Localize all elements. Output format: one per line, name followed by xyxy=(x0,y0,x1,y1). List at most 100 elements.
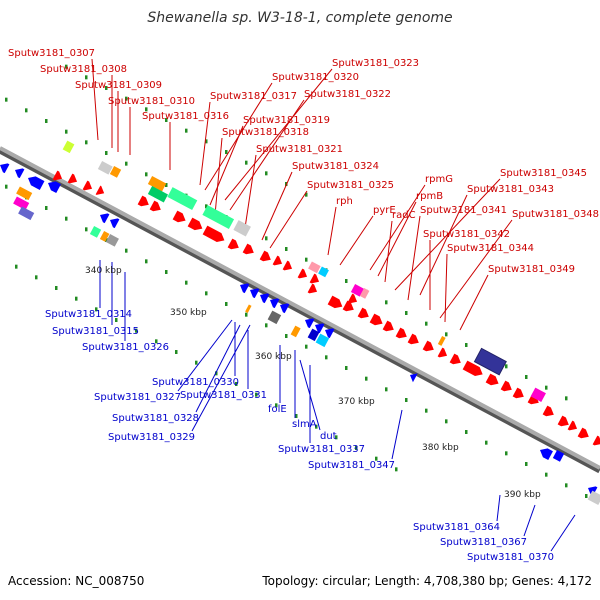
tick-mark xyxy=(165,270,168,274)
forward-gene-label: Sputw3181_0317 xyxy=(210,91,297,102)
forward-gene-arrow xyxy=(307,283,318,294)
tick-mark xyxy=(285,247,288,251)
tick-mark xyxy=(225,302,228,306)
gene-features xyxy=(0,140,600,506)
tick-marks xyxy=(5,64,588,498)
leader-line xyxy=(339,215,374,266)
forward-gene-arrow xyxy=(382,320,394,332)
tick-mark xyxy=(35,275,38,280)
leader-line xyxy=(244,154,257,229)
tick-mark xyxy=(95,307,98,312)
rna-feature-box xyxy=(109,166,122,178)
leader-line xyxy=(459,274,489,331)
tick-mark xyxy=(75,296,78,301)
tick-mark xyxy=(195,360,198,365)
kbp-label: 340 kbp xyxy=(85,266,122,276)
forward-gene-label: Sputw3181_0322 xyxy=(304,89,391,100)
tick-mark xyxy=(125,161,128,166)
accession-text: Accession: NC_008750 xyxy=(8,574,145,588)
reverse-gene-arrow xyxy=(325,328,335,339)
tick-mark xyxy=(105,238,108,242)
leader-line xyxy=(550,514,576,552)
leader-line xyxy=(199,101,211,186)
tick-mark xyxy=(405,311,408,315)
reverse-gene-arrow xyxy=(410,373,418,383)
tick-mark xyxy=(65,64,68,69)
leader-line xyxy=(209,125,244,206)
tick-mark xyxy=(185,280,188,285)
tick-mark xyxy=(85,75,88,80)
reverse-gene-label: Sputw3181_0330 xyxy=(152,377,239,388)
leader-line xyxy=(419,194,468,296)
leader-line xyxy=(191,324,251,432)
rna-feature-box xyxy=(530,387,546,403)
forward-gene-arrow xyxy=(202,225,225,242)
forward-gene-label: Sputw3181_0344 xyxy=(447,243,534,254)
forward-gene-arrow xyxy=(259,250,271,262)
leader-line xyxy=(269,190,308,249)
forward-gene-arrow xyxy=(592,435,600,446)
forward-gene-arrow xyxy=(357,307,369,319)
leader-line xyxy=(214,137,223,216)
rna-feature-box xyxy=(202,205,235,229)
tick-mark xyxy=(275,403,278,408)
forward-gene-arrow xyxy=(309,273,320,284)
rna-feature-box xyxy=(233,220,251,237)
leader-line xyxy=(177,319,233,392)
forward-gene-arrow xyxy=(500,380,512,392)
leader-line xyxy=(407,215,421,301)
leader-line xyxy=(369,184,426,271)
forward-gene-label: rph xyxy=(336,196,353,207)
leader-line xyxy=(496,494,501,522)
forward-gene-arrow xyxy=(557,415,569,427)
forward-gene-arrow xyxy=(297,268,308,279)
forward-gene-label: Sputw3181_0318 xyxy=(222,127,309,138)
forward-gene-label: Sputw3181_0320 xyxy=(272,72,359,83)
leader-line xyxy=(261,171,293,241)
forward-gene-arrow xyxy=(137,195,149,207)
tick-mark xyxy=(445,332,448,337)
reverse-gene-label: dut xyxy=(320,431,337,442)
tick-mark xyxy=(225,150,228,154)
tick-mark xyxy=(265,323,268,328)
reverse-gene-label: Sputw3181_0347 xyxy=(308,460,395,471)
leader-line xyxy=(229,99,305,211)
tick-mark xyxy=(445,419,448,424)
tick-mark xyxy=(395,467,398,472)
tick-mark xyxy=(125,96,128,101)
tick-mark xyxy=(125,248,128,253)
reverse-gene-label: Sputw3181_0370 xyxy=(467,552,554,563)
reverse-gene-arrow xyxy=(260,293,270,304)
forward-gene-arrow xyxy=(95,185,105,195)
tick-mark xyxy=(465,343,468,347)
tick-mark xyxy=(155,339,158,344)
tick-mark xyxy=(265,236,268,241)
forward-gene-label: Sputw3181_0308 xyxy=(40,64,127,75)
forward-gene-arrow xyxy=(437,347,448,358)
rna-feature-box xyxy=(105,234,119,247)
tick-mark xyxy=(585,494,588,498)
rna-feature-box xyxy=(13,196,30,211)
leader-line xyxy=(384,220,393,283)
rna-feature-box xyxy=(318,266,329,278)
tick-mark xyxy=(525,375,528,379)
forward-gene-arrow xyxy=(449,353,461,365)
tick-mark xyxy=(365,376,368,381)
forward-gene-label: Sputw3181_0319 xyxy=(243,115,330,126)
forward-gene-label: rpmG xyxy=(425,174,453,185)
kbp-label: 350 kbp xyxy=(170,308,207,318)
leader-line xyxy=(377,201,417,277)
reverse-gene-label: Sputw3181_0337 xyxy=(278,444,365,455)
forward-gene-arrow xyxy=(462,360,483,376)
tick-mark xyxy=(465,430,468,434)
forward-gene-arrow xyxy=(347,293,358,304)
reverse-gene-arrow xyxy=(540,448,553,461)
forward-gene-arrow xyxy=(407,333,419,345)
reverse-gene-label: slmA xyxy=(292,419,317,430)
rna-feature-box xyxy=(307,328,320,342)
leader-line xyxy=(444,253,448,323)
reverse-gene-label: Sputw3181_0364 xyxy=(413,522,500,533)
reverse-gene-arrow xyxy=(28,176,45,190)
forward-gene-arrow xyxy=(242,243,254,255)
